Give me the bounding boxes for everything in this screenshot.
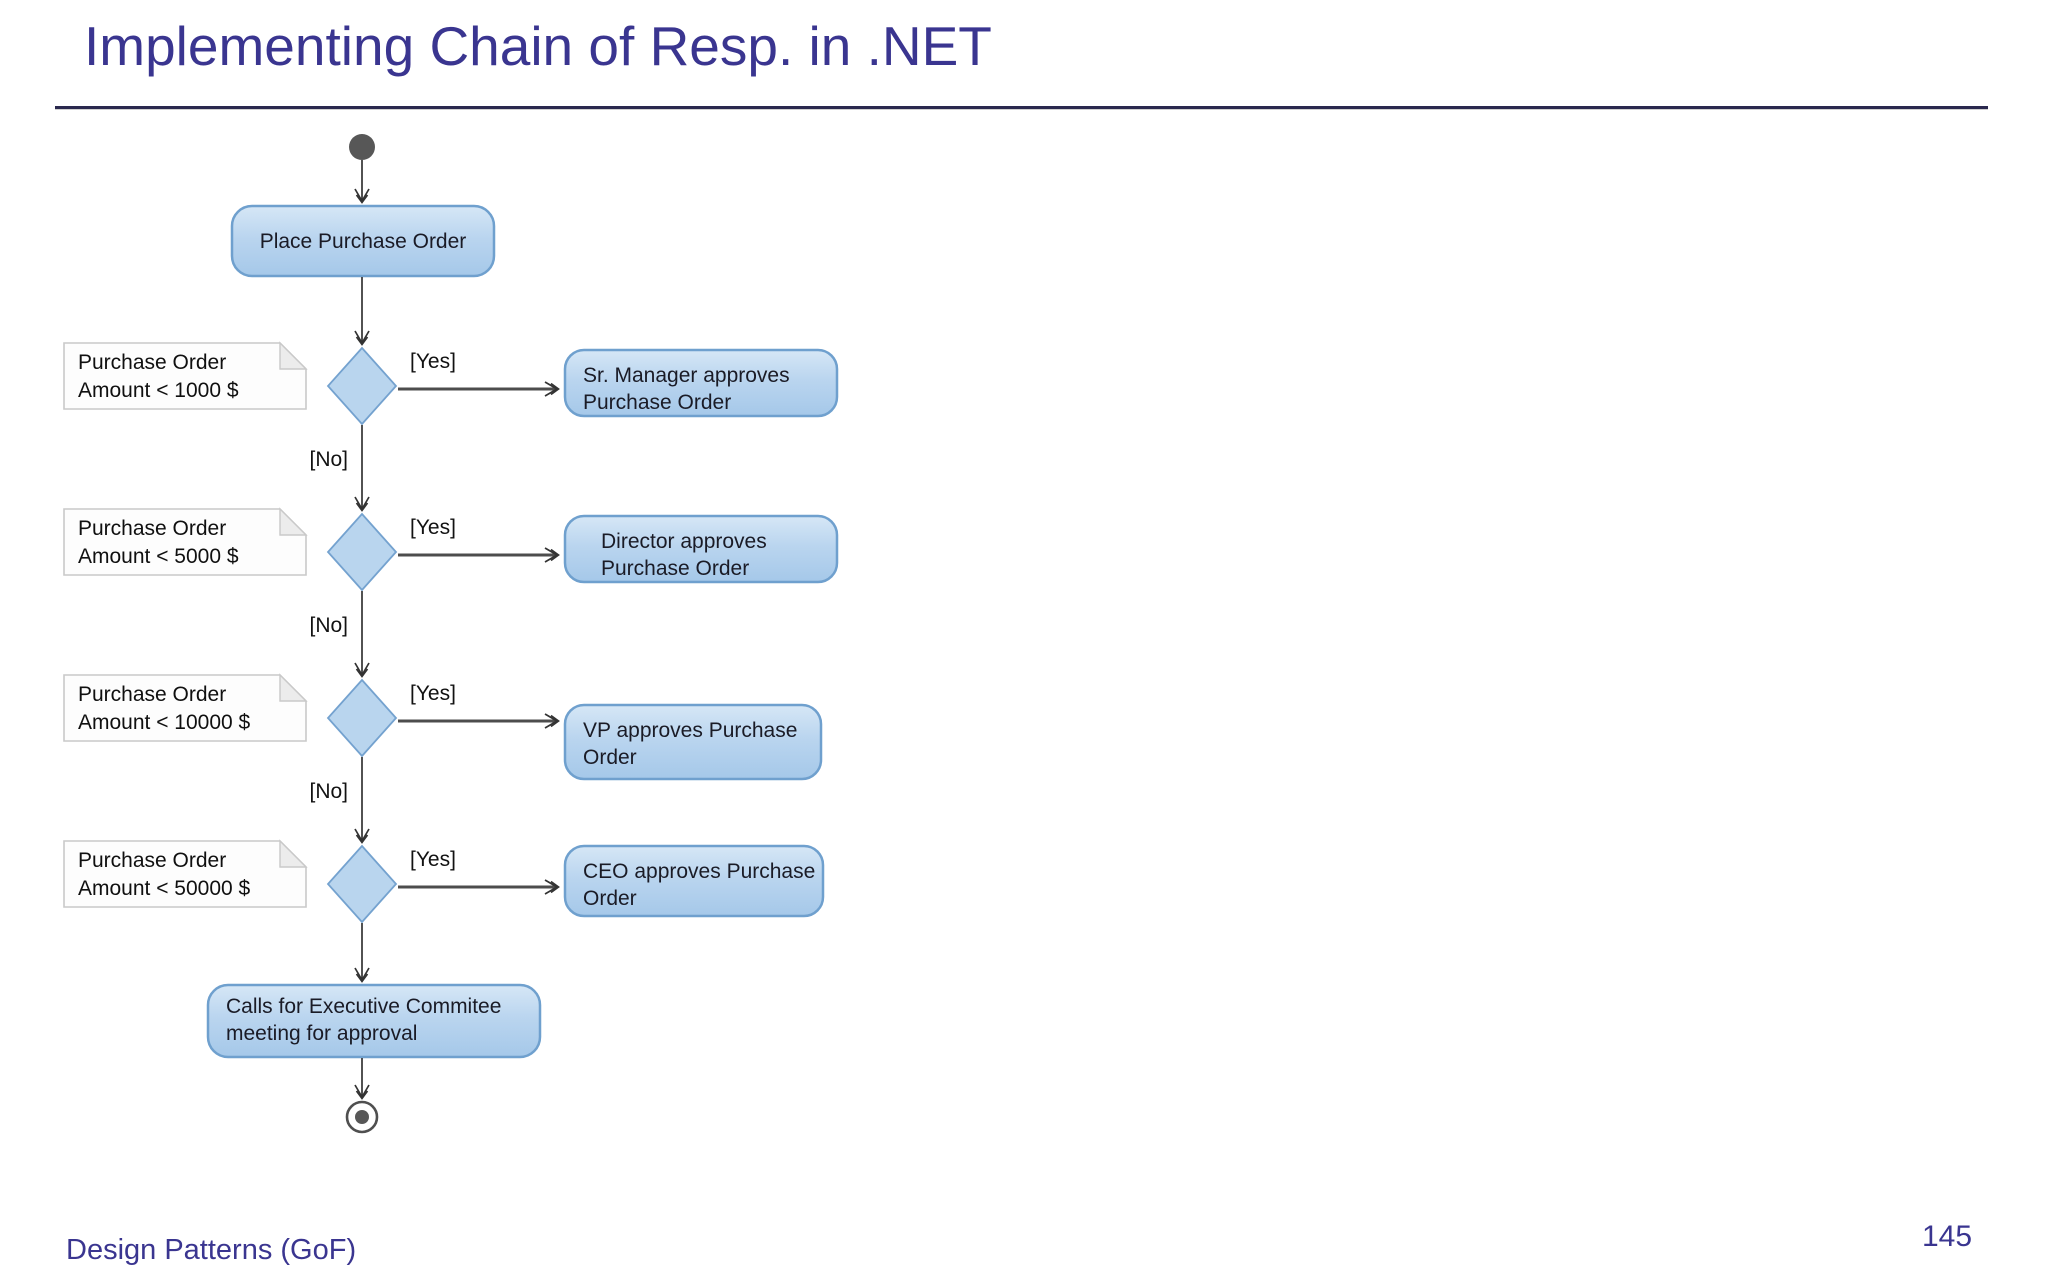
action-line-1: VP approves Purchase — [583, 719, 797, 742]
yes-label-4: [Yes] — [410, 848, 456, 871]
final-node — [345, 1100, 379, 1134]
note-line-1: Purchase Order — [78, 351, 226, 374]
page-number: 145 — [1922, 1220, 1973, 1253]
action-line-2: meeting for approval — [226, 1022, 417, 1045]
action-node-executive-commitee: Calls for Executive Commitee meeting for… — [206, 983, 542, 1059]
action-line-1: CEO approves Purchase — [583, 860, 815, 883]
action-node-vp: VP approves Purchase Order — [563, 703, 823, 781]
note-line-1: Purchase Order — [78, 683, 226, 706]
note-line-1: Purchase Order — [78, 849, 226, 872]
action-line-1: Director approves — [601, 530, 767, 553]
action-node-ceo: CEO approves Purchase Order — [563, 844, 825, 918]
decision-diamond-1 — [326, 346, 398, 426]
decision-diamond-3 — [326, 678, 398, 758]
action-line-2: Order — [583, 746, 637, 769]
note-line-2: Amount < 5000 $ — [78, 545, 239, 568]
action-line-1: Sr. Manager approves — [583, 364, 790, 387]
note-4: Purchase Order Amount < 50000 $ — [63, 839, 308, 908]
yes-label-1: [Yes] — [410, 350, 456, 373]
decision-diamond-4 — [326, 844, 398, 924]
no-label-3: [No] — [309, 780, 348, 803]
action-node-place-purchase-order: Place Purchase Order — [230, 204, 496, 278]
action-line-2: Purchase Order — [583, 391, 731, 414]
action-line-1: Calls for Executive Commitee — [226, 995, 501, 1018]
action-label: Place Purchase Order — [260, 230, 467, 253]
yes-label-2: [Yes] — [410, 516, 456, 539]
note-1: Purchase Order Amount < 1000 $ — [63, 341, 308, 410]
action-line-2: Purchase Order — [601, 557, 749, 580]
note-line-2: Amount < 10000 $ — [78, 711, 251, 734]
action-line-2: Order — [583, 887, 637, 910]
no-label-2: [No] — [309, 614, 348, 637]
note-line-1: Purchase Order — [78, 517, 226, 540]
initial-node — [349, 134, 375, 160]
slide-title: Implementing Chain of Resp. in .NET — [84, 15, 992, 77]
note-line-2: Amount < 1000 $ — [78, 379, 239, 402]
yes-label-3: [Yes] — [410, 682, 456, 705]
no-label-1: [No] — [309, 448, 348, 471]
note-3: Purchase Order Amount < 10000 $ — [63, 673, 308, 742]
action-node-director: Director approves Purchase Order — [563, 514, 839, 584]
note-2: Purchase Order Amount < 5000 $ — [63, 507, 308, 576]
title-rule — [55, 106, 1988, 110]
note-line-2: Amount < 50000 $ — [78, 877, 251, 900]
action-node-sr-manager: Sr. Manager approves Purchase Order — [563, 348, 839, 418]
footer-text: Design Patterns (GoF) — [66, 1234, 357, 1266]
decision-diamond-2 — [326, 512, 398, 592]
